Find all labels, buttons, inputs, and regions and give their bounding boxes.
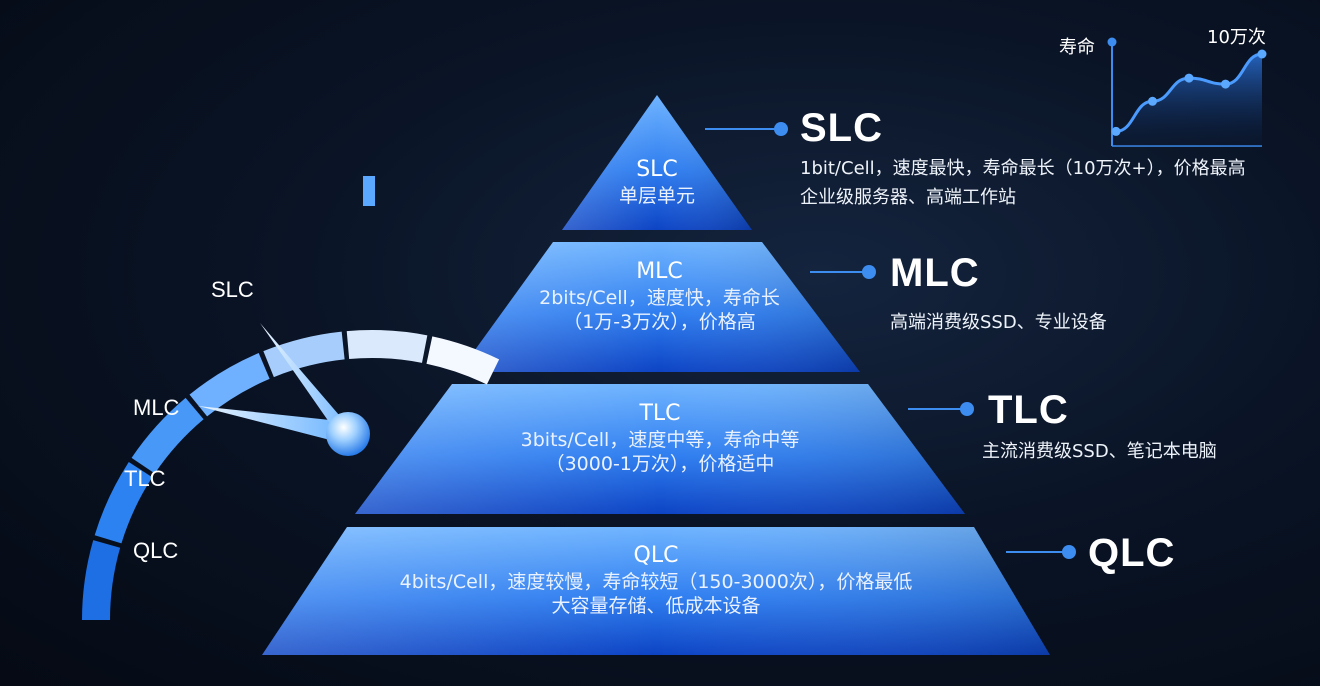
gauge-label-tlc: TLC <box>124 466 166 491</box>
tier-mlc-line1: 2bits/Cell，速度快，寿命长 <box>539 287 780 310</box>
mini-chart-point <box>1184 73 1194 83</box>
tier-tlc-text: TLC 3bits/Cell，速度中等，寿命中等 （3000-1万次），价格适中 <box>355 400 965 477</box>
mini-chart-point <box>1148 96 1157 106</box>
tier-qlc-line1: 4bits/Cell，速度较慢，寿命较短（150-3000次），价格最低 <box>399 571 913 594</box>
callout-mlc-title: MLC <box>890 251 980 295</box>
mini-chart-ylabel: 寿命 <box>1059 37 1095 58</box>
mini-chart-point <box>1111 126 1121 136</box>
tier-tlc-line2: （3000-1万次），价格适中 <box>545 453 775 476</box>
tier-tlc-title: TLC <box>639 401 681 426</box>
mini-chart-area <box>1116 54 1262 146</box>
mini-chart-points <box>1111 49 1267 136</box>
gauge-segment <box>131 397 204 474</box>
callout-slc-desc: 1bit/Cell，速度最快，寿命最长（10万次+），价格最高 企业级服务器、高… <box>800 155 1246 213</box>
tier-slc-text: SLC 单层单元 <box>562 156 752 208</box>
callout-qlc-title: QLC <box>1088 531 1176 575</box>
tier-mlc-text: MLC 2bits/Cell，速度快，寿命长 （1万-3万次），价格高 <box>459 258 860 335</box>
gauge-segment <box>346 330 428 363</box>
tier-qlc-text: QLC 4bits/Cell，速度较慢，寿命较短（150-3000次），价格最低… <box>262 542 1050 619</box>
callout-slc-desc-line2: 企业级服务器、高端工作站 <box>800 186 1016 208</box>
tier-qlc-title: QLC <box>633 543 679 568</box>
tier-slc-line1: 单层单元 <box>618 185 695 208</box>
gauge-label-qlc: QLC <box>133 538 179 563</box>
gauge-needle <box>198 323 370 456</box>
gauge-label-mlc: MLC <box>133 395 180 420</box>
tier-tlc-line1: 3bits/Cell，速度中等，寿命中等 <box>520 429 800 452</box>
callout-slc-title: SLC <box>800 106 883 150</box>
mini-chart-point <box>1221 79 1230 89</box>
callout-mlc-desc: 高端消费级SSD、专业设备 <box>890 309 1107 338</box>
gauge-segment <box>189 353 270 417</box>
mini-chart-peak-label: 10万次 <box>1207 27 1266 48</box>
tier-mlc-line2: （1万-3万次），价格高 <box>563 311 756 334</box>
gauge-segment <box>426 336 500 385</box>
connectors <box>705 122 1076 559</box>
gauge-segment <box>82 540 121 620</box>
tier-qlc-line2: 大容量存储、低成本设备 <box>551 595 761 618</box>
tier-slc-title: SLC <box>636 157 678 182</box>
callout-slc-desc-line1: 1bit/Cell，速度最快，寿命最长（10万次+），价格最高 <box>800 158 1246 179</box>
gauge <box>82 176 500 620</box>
mini-chart <box>1107 37 1267 147</box>
gauge-knob <box>326 412 370 456</box>
tier-mlc-title: MLC <box>636 259 683 284</box>
gauge-segment <box>263 331 345 378</box>
pyramid <box>262 95 1050 655</box>
callout-tlc-desc: 主流消费级SSD、笔记本电脑 <box>982 438 1217 467</box>
callout-tlc-title: TLC <box>988 388 1069 432</box>
mini-chart-point <box>1257 49 1267 59</box>
callout-mlc-desc-line1: 高端消费级SSD、专业设备 <box>890 312 1107 333</box>
callout-tlc-desc-line1: 主流消费级SSD、笔记本电脑 <box>982 441 1217 462</box>
gauge-cap <box>363 176 375 206</box>
gauge-label-slc: SLC <box>211 277 254 302</box>
gauge-segment <box>94 462 153 544</box>
